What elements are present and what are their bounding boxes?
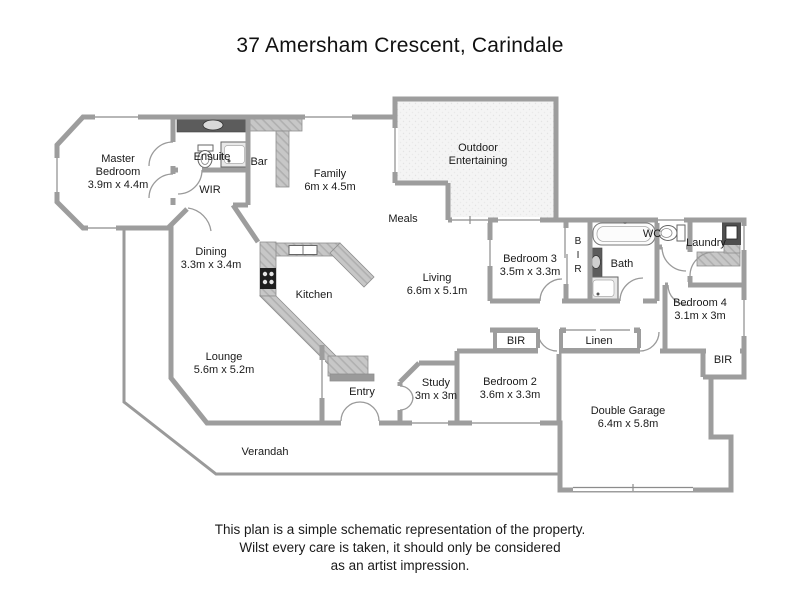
burner-icon — [262, 279, 268, 285]
disclaimer-line: This plan is a simple schematic represen… — [214, 522, 586, 537]
laundry-tub-icon — [725, 225, 738, 240]
room-dims-living: 6.6m x 5.1m — [407, 285, 468, 297]
door-arc — [399, 396, 414, 411]
room-label-bir-bed3: B — [575, 236, 582, 247]
sink-icon — [202, 119, 224, 131]
room-dims-bedroom2: 3.6m x 3.3m — [480, 389, 541, 401]
page-title: 37 Amersham Crescent, Carindale — [236, 34, 564, 57]
bathtub-icon — [596, 226, 652, 242]
room-label-meals: Meals — [388, 213, 418, 225]
room-label-wir: WIR — [199, 184, 220, 196]
room-dims-master: 3.9m x 4.4m — [88, 179, 149, 191]
room-label-laundry: Laundry — [686, 237, 726, 249]
disclaimer-line: Wilst every care is taken, it should onl… — [239, 540, 561, 555]
fixtures — [176, 118, 741, 301]
toilet-icon — [676, 224, 686, 242]
door-arc — [187, 207, 212, 232]
kitchen-bench — [329, 242, 375, 288]
room-label-bar: Bar — [250, 156, 267, 168]
room-label-wc: WC — [643, 228, 661, 240]
cooktop-icon — [260, 268, 276, 289]
door-arc — [639, 331, 660, 352]
room-label-outdoor: Entertaining — [449, 155, 508, 167]
room-label-linen: Linen — [586, 335, 613, 347]
room-dims-family: 6m x 4.5m — [304, 181, 355, 193]
room-label-lounge: Lounge — [206, 351, 243, 363]
door-arc — [661, 246, 687, 272]
room-label-kitchen: Kitchen — [296, 289, 333, 301]
room-label-bedroom2: Bedroom 2 — [483, 376, 537, 388]
burner-icon — [269, 279, 274, 285]
room-dims-garage: 6.4m x 5.8m — [598, 418, 659, 430]
room-label-verandah: Verandah — [241, 446, 288, 458]
door-arc — [148, 141, 174, 167]
burner-icon — [262, 271, 268, 277]
room-label-bir-hall: BIR — [507, 335, 525, 347]
door-arc — [340, 401, 361, 422]
room-dims-dining: 3.3m x 3.4m — [181, 259, 242, 271]
room-label-bath: Bath — [611, 258, 634, 270]
shower-drain-icon — [596, 292, 600, 296]
room-label-bir-bed3: R — [574, 264, 581, 275]
shower-icon — [592, 279, 615, 297]
burner-icon — [269, 271, 274, 277]
disclaimer: This plan is a simple schematic represen… — [0, 521, 800, 575]
room-labels: Master Bedroom 3.9m x 4.4m Ensuite WIR B… — [88, 142, 732, 458]
room-label-bir-bed3: I — [577, 250, 580, 261]
door-arc — [689, 251, 715, 277]
door-arc — [177, 169, 203, 195]
disclaimer-line: as an artist impression. — [330, 558, 470, 573]
room-dims-lounge: 5.6m x 5.2m — [194, 364, 255, 376]
shower-icon — [224, 145, 245, 164]
door-arcs — [148, 141, 715, 422]
room-label-living: Living — [423, 272, 452, 284]
room-label-master: Master — [101, 153, 135, 165]
room-label-dining: Dining — [195, 246, 226, 258]
door-arc — [148, 173, 174, 199]
kitchen-bench-return — [329, 373, 375, 382]
room-dims-bedroom4: 3.1m x 3m — [674, 310, 725, 322]
door-arc — [537, 331, 558, 352]
kitchen-bench — [327, 355, 369, 377]
room-label-bir-bed4: BIR — [714, 354, 732, 366]
room-dims-bedroom3: 3.5m x 3.3m — [500, 266, 561, 278]
room-label-bedroom4: Bedroom 4 — [673, 297, 727, 309]
toilet-icon — [658, 225, 678, 241]
door-arc — [619, 277, 644, 302]
outdoor-entertaining-deck — [395, 99, 556, 220]
room-label-ensuite: Ensuite — [194, 151, 231, 163]
room-label-study: Study — [422, 377, 451, 389]
windows — [54, 114, 747, 491]
bir-hall-box — [493, 329, 540, 352]
room-label-outdoor: Outdoor — [458, 142, 498, 154]
door-arc — [359, 401, 380, 422]
house-floor — [57, 99, 744, 490]
sink-icon — [591, 255, 601, 269]
shower-drain-icon — [227, 159, 231, 163]
room-label-family: Family — [314, 168, 347, 180]
room-label-entry: Entry — [349, 386, 375, 398]
toilet-icon — [200, 153, 210, 165]
door-arc — [667, 284, 689, 306]
door-arc — [539, 278, 563, 302]
room-label-bedroom3: Bedroom 3 — [503, 253, 557, 265]
room-label-master: Bedroom — [96, 166, 141, 178]
toilet-icon — [660, 228, 673, 238]
room-label-garage: Double Garage — [591, 405, 666, 417]
room-dims-study: 3m x 3m — [415, 390, 457, 402]
door-openings — [170, 142, 740, 426]
